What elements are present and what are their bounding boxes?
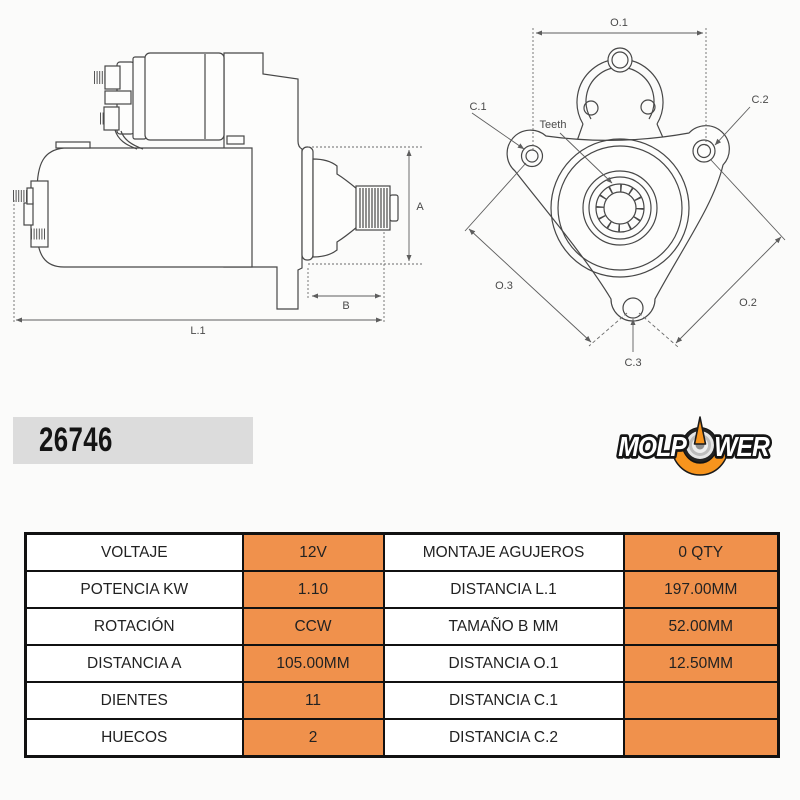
motor-body [36, 147, 253, 268]
terminal-nut-bottom [103, 106, 120, 131]
logo-text-right: WER [714, 431, 770, 463]
pinion-gear [355, 185, 391, 231]
spec-label-cell: ROTACIÓN [24, 607, 244, 646]
spec-label-cell: POTENCIA KW [24, 570, 244, 609]
arch-hole-right [640, 99, 656, 115]
table-row: POTENCIA KW 1.10 DISTANCIA L.1 197.00MM [24, 570, 780, 609]
gear-ring-outer [595, 183, 645, 233]
spec-value-cell [622, 681, 780, 720]
spec-label-cell: DISTANCIA C.2 [382, 718, 625, 758]
dim-line-o3 [468, 228, 592, 343]
spec-value-cell: 1.10 [241, 570, 385, 609]
dim-label-c1: C.1 [469, 101, 486, 113]
gauge-icon [682, 416, 718, 463]
spec-label-cell: HUECOS [24, 718, 244, 758]
spec-label-cell: TAMAÑO B MM [382, 607, 625, 646]
wire [120, 130, 144, 150]
mount-hole-right [692, 139, 716, 163]
wire [114, 129, 138, 150]
spec-table: VOLTAJE 12V MONTAJE AGUJEROS 0 QTY POTEN… [24, 532, 780, 758]
solenoid-body [144, 52, 225, 141]
pinion-tip [389, 194, 399, 222]
spec-value-cell: 52.00MM [622, 607, 780, 646]
terminal-nut-top [104, 65, 121, 90]
leader-teeth [559, 132, 613, 184]
dim-label-l1: L.1 [190, 325, 205, 337]
spec-label-cell: DISTANCIA L.1 [382, 570, 625, 609]
leader-c1 [471, 112, 525, 150]
dim-label-a: A [416, 201, 424, 213]
spec-value-cell [622, 718, 780, 758]
spec-value-cell: 11 [241, 681, 385, 720]
dim-label-o1: O.1 [610, 17, 628, 29]
spec-label-cell: DISTANCIA O.1 [382, 644, 625, 683]
spec-value-cell: 197.00MM [622, 570, 780, 609]
drive-housing [312, 158, 358, 258]
boss-circle-inner [557, 145, 683, 271]
spec-label-cell: DISTANCIA A [24, 644, 244, 683]
teeth-label: Teeth [540, 119, 567, 131]
gear-teeth [596, 184, 644, 232]
dim-label-o2: O.2 [739, 297, 757, 309]
table-row: VOLTAJE 12V MONTAJE AGUJEROS 0 QTY [24, 532, 780, 572]
drive-flange-ring [301, 146, 314, 261]
part-number-box: 26746 [13, 417, 253, 464]
spec-label-cell: VOLTAJE [24, 532, 244, 572]
gauge-needle [693, 416, 707, 445]
table-row: HUECOS 2 DISTANCIA C.2 [24, 718, 780, 758]
gear-bore [603, 191, 637, 225]
table-row: ROTACIÓN CCW TAMAÑO B MM 52.00MM [24, 607, 780, 646]
table-row: DISTANCIA A 105.00MM DISTANCIA O.1 12.50… [24, 644, 780, 683]
spec-value-cell: 0 QTY [622, 532, 780, 572]
dim-label-o3: O.3 [495, 280, 513, 292]
dim-label-b: B [342, 300, 349, 312]
dim-label-c3: C.3 [624, 357, 641, 369]
mount-hole-left [520, 144, 544, 168]
spec-value-cell: 2 [241, 718, 385, 758]
logo-text-left: MOLP [618, 431, 687, 463]
solenoid-collar [132, 56, 147, 140]
spec-value-cell: 12V [241, 532, 385, 572]
dim-line-o2 [675, 236, 782, 344]
terminal-bar [104, 90, 132, 105]
pinion-splines [359, 188, 388, 228]
spec-value-cell: 12.50MM [622, 644, 780, 683]
spec-label-cell: DIENTES [24, 681, 244, 720]
top-arch-inner [585, 66, 655, 120]
molpower-logo: MOLP WER [616, 416, 773, 476]
arch-hole-left [583, 100, 599, 116]
boss-circle-outer [550, 138, 690, 278]
spec-value-cell: CCW [241, 607, 385, 646]
spec-label-cell: MONTAJE AGUJEROS [382, 532, 625, 572]
front-view-drawing: O.1 C.1 C.2 Teeth O.3 O.2 C.3 [464, 17, 786, 369]
side-view-drawing: A B L.1 [13, 52, 424, 337]
table-row: DIENTES 11 DISTANCIA C.1 [24, 681, 780, 720]
part-number: 26746 [39, 421, 113, 459]
mount-hole-bottom [622, 297, 644, 319]
leader-c2 [714, 106, 751, 146]
dim-label-c2: C.2 [751, 94, 768, 106]
spec-value-cell: 105.00MM [241, 644, 385, 683]
spec-label-cell: DISTANCIA C.1 [382, 681, 625, 720]
